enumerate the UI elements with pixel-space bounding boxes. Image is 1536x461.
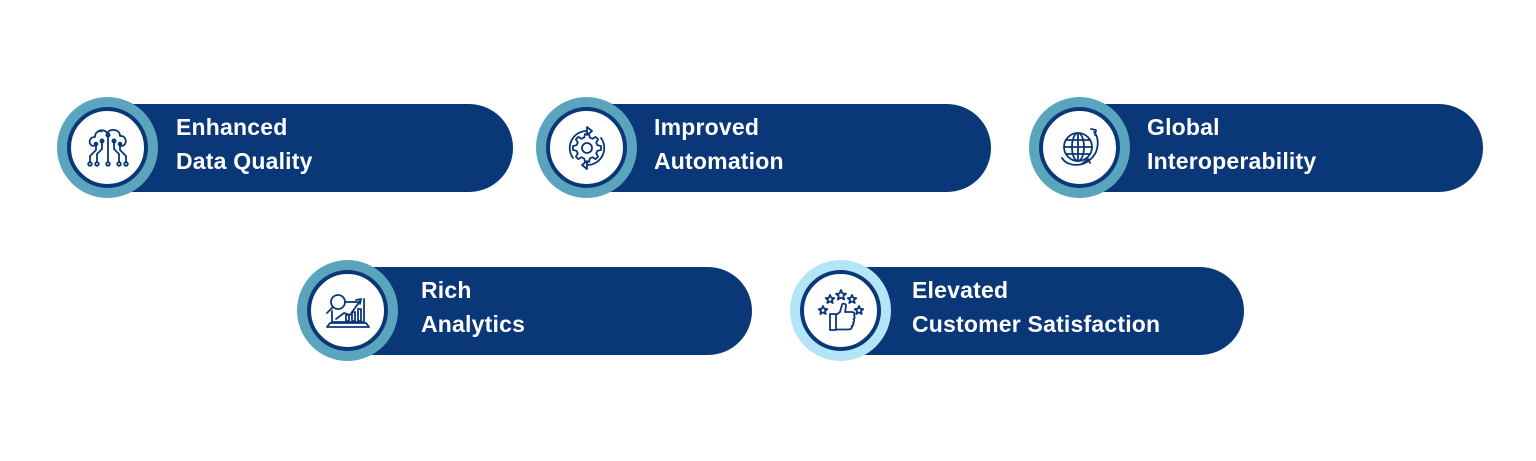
feature-card-global-interoperability: Global Interoperability	[1029, 97, 1483, 198]
feature-title-line2: Customer Satisfaction	[912, 311, 1161, 337]
analytics-laptop-icon	[325, 293, 370, 328]
feature-title-line1: Improved	[654, 114, 760, 140]
icon-ring	[536, 97, 637, 198]
thumbs-up-stars-icon	[817, 288, 864, 331]
gear-cycle-icon	[568, 125, 605, 170]
feature-title-line2: Data Quality	[176, 148, 313, 174]
feature-card-enhanced-data-quality: Enhanced Data Quality	[57, 97, 513, 198]
feature-pill	[347, 267, 752, 355]
feature-label: Enhanced Data Quality	[176, 110, 313, 178]
icon-badge	[1039, 107, 1120, 188]
feature-title-line1: Global	[1147, 114, 1220, 140]
icon-ring	[1029, 97, 1130, 198]
icon-badge	[307, 270, 388, 351]
icon-badge	[546, 107, 627, 188]
feature-pill	[1079, 104, 1483, 192]
feature-card-improved-automation: Improved Automation	[536, 97, 991, 198]
feature-card-elevated-customer-satisfaction: Elevated Customer Satisfaction	[790, 260, 1244, 361]
icon-badge	[67, 107, 148, 188]
feature-label: Rich Analytics	[421, 273, 525, 341]
icon-ring	[297, 260, 398, 361]
feature-label: Global Interoperability	[1147, 110, 1316, 178]
feature-pill	[840, 267, 1244, 355]
feature-label: Improved Automation	[654, 110, 784, 178]
feature-label: Elevated Customer Satisfaction	[912, 273, 1160, 341]
icon-ring	[790, 260, 891, 361]
feature-title-line1: Elevated	[912, 277, 1009, 303]
icon-ring	[57, 97, 158, 198]
feature-title-line2: Analytics	[421, 311, 526, 337]
cloud-network-icon	[86, 128, 129, 167]
feature-title-line2: Interoperability	[1147, 148, 1317, 174]
feature-pill	[586, 104, 991, 192]
feature-title-line2: Automation	[654, 148, 784, 174]
globe-orbit-icon	[1060, 127, 1099, 166]
feature-title-line1: Rich	[421, 277, 472, 303]
icon-badge	[800, 270, 881, 351]
feature-pill	[107, 104, 513, 192]
feature-card-rich-analytics: Rich Analytics	[297, 260, 752, 361]
feature-title-line1: Enhanced	[176, 114, 288, 140]
